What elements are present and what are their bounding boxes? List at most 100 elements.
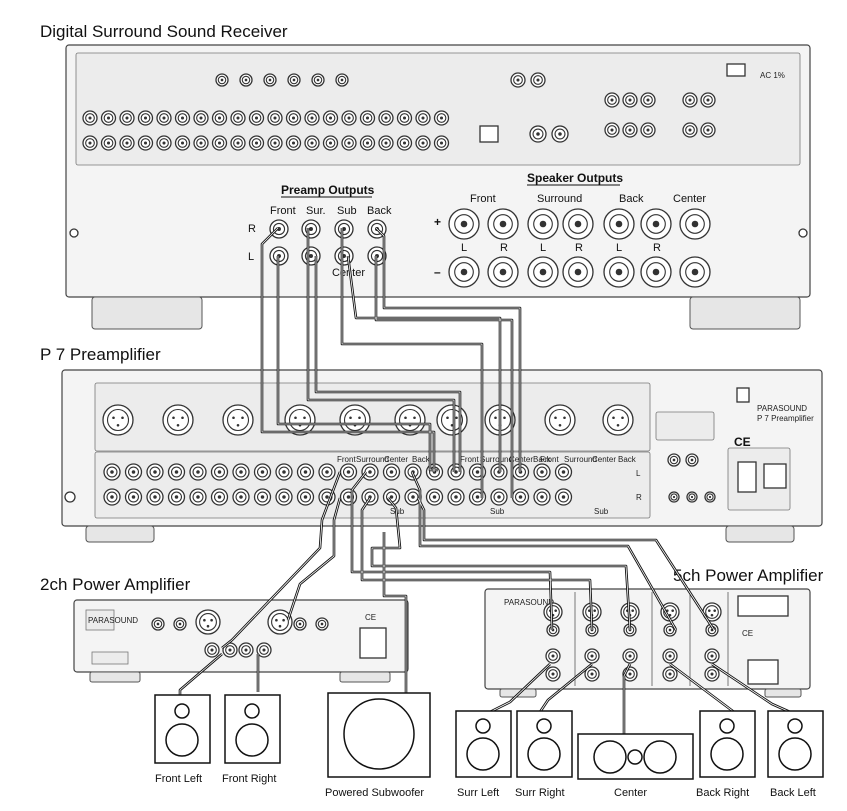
receiver-rca-jack [230,110,246,126]
preamp-rca-jack [554,488,573,506]
preamp-main-out-surround: Surround [356,455,389,464]
receiver-rca-jack [604,92,620,108]
label-surr-left: Surr Left [457,787,499,799]
preamp-xlr-jack [602,404,634,436]
receiver-rca-jack [682,92,698,108]
receiver-plus-sign: + [434,215,441,229]
preamp-main-out-center: Center [384,455,408,464]
receiver-rca-jack [359,110,376,126]
receiver-preamp-jack [334,219,354,239]
amp5-ce-mark: CE [742,629,753,638]
receiver-rca-jack [211,135,228,151]
cable-core [623,663,631,734]
receiver-rca-jack [396,110,413,126]
receiver-rca-jack [287,73,301,87]
receiver-row-l: L [248,251,254,263]
label-front-right: Front Right [222,773,276,785]
cable-core [341,228,483,498]
amp5-brand: PARASOUND [504,598,554,607]
receiver-rca-jack [174,110,191,126]
amp2-rca-jack [315,617,329,631]
preamp-rca-jack [404,488,422,506]
receiver-rca-jack [156,110,172,126]
receiver-speaker-post [527,256,559,288]
receiver-preamp-label-sub: Sub [337,205,357,217]
receiver-lr-label: L [461,242,467,254]
receiver-rca-jack [322,135,339,151]
receiver-speaker-group-surround: Surround [537,193,582,205]
receiver-preamp-label-back: Back [367,205,392,217]
amp2-rca-jack [173,617,187,631]
preamp-row-l: L [636,469,641,478]
preamp-model: P 7 Preamplifier [757,414,814,423]
receiver-rca-jack [433,135,450,151]
receiver-rca-jack [285,135,302,151]
preamp-rca-jack [253,488,272,506]
receiver-rca-jack [682,122,698,138]
amp5-speaker-post [545,648,561,664]
amp5-chassis: PARASOUND CE [484,588,811,698]
receiver-rca-jack [82,110,98,126]
receiver-preamp-outputs-title: Preamp Outputs [281,183,375,197]
preamp-rca-jack [668,491,680,503]
preamp-xlr-jack [222,404,254,436]
cable-core [375,256,513,498]
receiver-rca-jack [640,92,656,108]
receiver-speaker-jacks [448,208,711,288]
preamp-xlr-jack [284,404,316,436]
receiver-speaker-post [603,256,635,288]
receiver-rca-jack [335,73,349,87]
preamp-rca-jack [124,463,143,481]
preamp-rca-jack [704,491,716,503]
amp2-speaker-post [238,642,254,658]
preamp-xlr-jack [162,404,194,436]
receiver-rca-jack [304,110,320,126]
preamp-rca-jack [667,453,681,467]
amp5-speaker-post [662,648,678,664]
speaker-surr-left [455,710,512,778]
receiver-center-label: Center [332,267,365,279]
cable-core [375,227,521,472]
receiver-speaker-group-front: Front [470,193,496,205]
label-surr-right: Surr Right [515,787,565,799]
receiver-rca-jack [215,73,229,87]
receiver-top-jacks [82,72,716,151]
amp5-speaker-post [584,648,600,664]
receiver-preamp-label-sur: Sur. [306,205,326,217]
preamp-multi1-surround: Surround [480,455,513,464]
preamp-brand: PARASOUND [757,404,807,413]
preamp-multi2-front: Front [540,455,559,464]
receiver-rca-jack [119,135,135,151]
receiver-rca-jack [378,135,394,151]
preamp-rca-jack [361,463,379,481]
receiver-speaker-post [562,208,594,240]
preamp-rca-jack [382,463,401,481]
receiver-preamp-jack [269,219,289,239]
amp2-chassis: PARASOUND CE [73,599,409,683]
amp5-speaker-post [622,648,638,664]
preamp-multi2-surround: Surround [564,455,597,464]
receiver-lr-label: R [653,242,661,254]
preamp-multi1-back: Back [533,455,552,464]
label-powered-subwoofer: Powered Subwoofer [325,787,424,799]
preamp-rca-jack [339,488,358,506]
preamp-rca-jack [232,463,250,481]
amp5-speaker-post [584,666,600,682]
amp5-xlr-jack [702,602,722,622]
preamp-rca-jack [685,453,699,467]
preamp-rca-jack [318,463,336,481]
amp2-title: 2ch Power Amplifier [40,575,191,594]
preamp-rca-jack [296,488,315,506]
receiver-lr-label: R [500,242,508,254]
receiver-rca-jack [700,122,716,138]
receiver-rca-jack [510,72,526,88]
preamp-title: P 7 Preamplifier [40,345,161,364]
amp5-speaker-post [704,648,720,664]
speaker-powered-subwoofer [327,692,431,778]
amp5-xlr-jack [543,602,563,622]
preamp-xlr-jack [102,404,134,436]
preamp-rca-jack [253,463,272,481]
amp2-rca-jack [151,617,165,631]
amp5-jacks [543,602,722,682]
